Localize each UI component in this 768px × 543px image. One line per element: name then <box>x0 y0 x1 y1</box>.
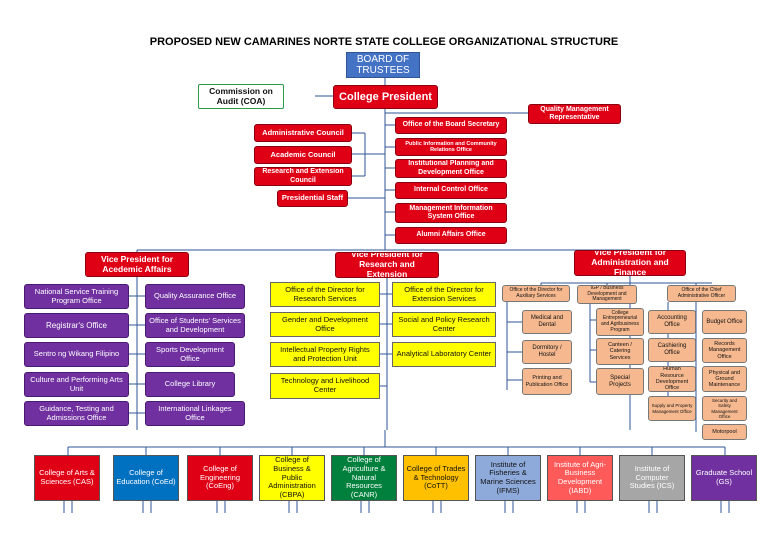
records-management-office[interactable]: Records Management Office <box>702 338 747 363</box>
students-services-office[interactable]: Office of Students' Services and Develop… <box>145 313 245 338</box>
college-box[interactable]: Institute of Computer Studies (ICS) <box>619 455 685 501</box>
college-box[interactable]: College of Engineering (CoEng) <box>187 455 253 501</box>
gender-development-office[interactable]: Gender and Development Office <box>270 312 380 337</box>
dormitory-hostel[interactable]: Dormitory / Hostel <box>522 340 572 364</box>
academic-council[interactable]: Academic Council <box>254 146 352 164</box>
college-library[interactable]: College Library <box>145 372 235 397</box>
analytical-laboratory-center[interactable]: Analytical Laboratory Center <box>392 342 496 367</box>
culture-performing-arts-unit[interactable]: Culture and Performing Arts Unit <box>24 372 129 397</box>
security-safety-office[interactable]: Security and Safety Management Office <box>702 396 747 421</box>
canteen-catering-services[interactable]: Canteen / Catering Services <box>596 338 644 365</box>
college-entrepreneurial-program[interactable]: College Entrepreneurial and Agribusiness… <box>596 308 644 336</box>
vp-administration-finance[interactable]: Vice President for Administration and Fi… <box>574 250 686 276</box>
mis-office[interactable]: Management Information System Office <box>395 203 507 223</box>
commission-on-audit[interactable]: Commission on Audit (COA) <box>198 84 284 109</box>
director-research-services[interactable]: Office of the Director for Research Serv… <box>270 282 380 307</box>
accounting-office[interactable]: Accounting Office <box>648 310 696 334</box>
presidential-staff[interactable]: Presidential Staff <box>277 190 348 207</box>
nstp-office[interactable]: National Service Training Program Office <box>24 284 129 309</box>
physical-ground-maintenance[interactable]: Physical and Ground Maintenance <box>702 366 747 392</box>
college-box[interactable]: College of Education (CoEd) <box>113 455 179 501</box>
college-box[interactable]: College of Trades & Technology (CoTT) <box>403 455 469 501</box>
office-board-secretary[interactable]: Office of the Board Secretary <box>395 117 507 134</box>
alumni-affairs-office[interactable]: Alumni Affairs Office <box>395 227 507 244</box>
director-extension-services[interactable]: Office of the Director for Extension Ser… <box>392 282 496 307</box>
institutional-planning-office[interactable]: Institutional Planning and Development O… <box>395 159 507 178</box>
college-box[interactable]: College of Agriculture & Natural Resourc… <box>331 455 397 501</box>
printing-publication-office[interactable]: Printing and Publication Office <box>522 368 572 395</box>
college-box[interactable]: College of Business & Public Administrat… <box>259 455 325 501</box>
administrative-council[interactable]: Administrative Council <box>254 124 352 142</box>
guidance-testing-admissions-office[interactable]: Guidance, Testing and Admissions Office <box>24 401 129 426</box>
technology-livelihood-center[interactable]: Technology and Livelihood Center <box>270 373 380 399</box>
sports-development-office[interactable]: Sports Development Office <box>145 342 235 367</box>
social-policy-research-center[interactable]: Social and Policy Research Center <box>392 312 496 337</box>
registrars-office[interactable]: Registrar's Office <box>24 313 129 338</box>
college-box[interactable]: Institute of Fisheries & Marine Sciences… <box>475 455 541 501</box>
hr-development-office[interactable]: Human Resource Development Office <box>648 366 696 392</box>
chart-title: PROPOSED NEW CAMARINES NORTE STATE COLLE… <box>149 36 619 48</box>
college-president[interactable]: College President <box>333 85 438 109</box>
budget-office[interactable]: Budget Office <box>702 310 747 334</box>
international-linkages-office[interactable]: International Linkages Office <box>145 401 245 426</box>
supply-property-office[interactable]: Supply and Property Management Office <box>648 396 696 421</box>
chief-administrative-officer[interactable]: Office of the Chief Administrative Offic… <box>667 285 736 302</box>
quality-management-representative[interactable]: Quality Management Representative <box>528 104 621 124</box>
ip-rights-unit[interactable]: Intellectual Property Rights and Protect… <box>270 342 380 367</box>
college-box[interactable]: College of Arts & Sciences (CAS) <box>34 455 100 501</box>
college-box[interactable]: Institute of Agri-Business Development (… <box>547 455 613 501</box>
research-and-extension-council[interactable]: Research and Extension Council <box>254 167 352 186</box>
igp-business-development[interactable]: IGP / Business Development and Managemen… <box>577 285 637 304</box>
sentro-ng-wikang-filipino[interactable]: Sentro ng Wikang Filipino <box>24 342 129 367</box>
medical-dental[interactable]: Medical and Dental <box>522 310 572 334</box>
special-projects[interactable]: Special Projects <box>596 368 644 395</box>
quality-assurance-office[interactable]: Quality Assurance Office <box>145 284 245 309</box>
vp-research-extension[interactable]: Vice President for Research and Extensio… <box>335 252 439 278</box>
internal-control-office[interactable]: Internal Control Office <box>395 182 507 199</box>
director-auxiliary-services[interactable]: Office of the Director for Auxiliary Ser… <box>502 285 570 302</box>
motorpool[interactable]: Motorpool <box>702 424 747 440</box>
college-box[interactable]: Graduate School (GS) <box>691 455 757 501</box>
public-information-office[interactable]: Public Information and Community Relatio… <box>395 138 507 156</box>
vp-academic-affairs[interactable]: Vice President for Acedemic Affairs <box>85 252 189 277</box>
board-of-trustees[interactable]: BOARD OF TRUSTEES <box>346 52 420 78</box>
cashiering-office[interactable]: Cashiering Office <box>648 338 696 362</box>
